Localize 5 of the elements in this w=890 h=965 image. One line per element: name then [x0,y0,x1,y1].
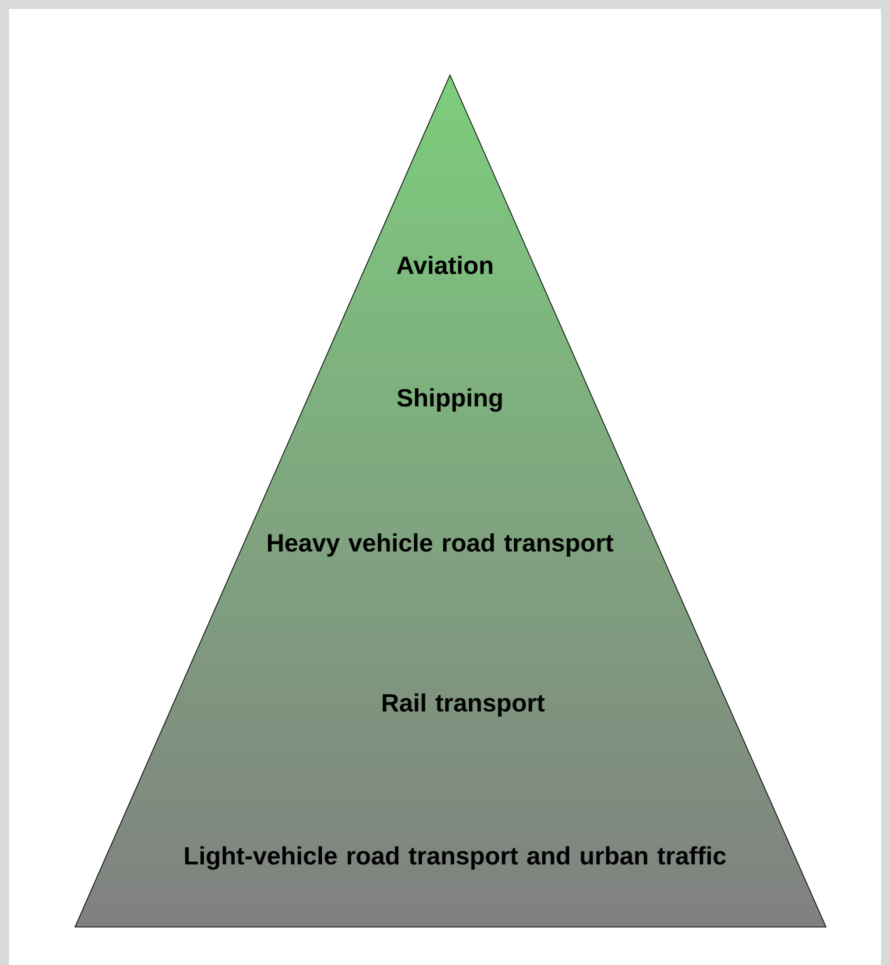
tier-label: Light-vehicle road transport and urban traffic [185,846,726,870]
tier-label: Rail transport [382,693,545,717]
tier-label: Shipping [397,388,502,412]
tier-label: Heavy vehicle road transport [268,533,614,557]
tier-label: Aviation [396,256,492,274]
